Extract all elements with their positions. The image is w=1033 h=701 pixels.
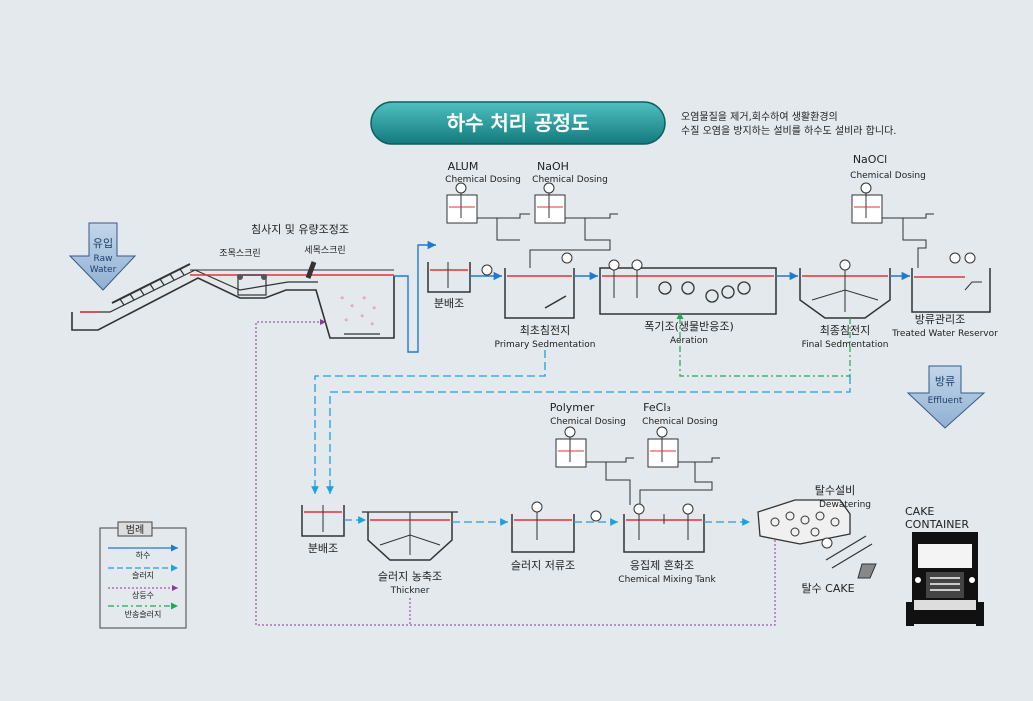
naocl-sub-label: Chemical Dosing xyxy=(850,171,926,181)
thickener-label-en: Thickner xyxy=(390,586,430,596)
fecl3-label: FeCl₃ xyxy=(643,401,671,414)
excess-sludge-line xyxy=(326,376,851,494)
inflow-label-en2: Water xyxy=(90,265,117,275)
naocl-label: NaOCl xyxy=(853,153,887,166)
storage-label-ko: 슬러지 저류조 xyxy=(511,559,575,572)
sludge-storage-tank: 슬러지 저류조 xyxy=(511,501,575,572)
fine-screen-bar xyxy=(305,261,317,279)
svg-text:⋄: ⋄ xyxy=(344,316,348,324)
legend-item-sewage: 하수 xyxy=(136,550,151,560)
distribution-tank-bottom: 분배조 xyxy=(301,505,345,555)
sludge-thickener: 슬러지 농축조 Thickner xyxy=(362,511,458,596)
final-label-ko: 최종침전지 xyxy=(820,324,871,337)
alum-sub-label: Chemical Dosing xyxy=(445,175,521,185)
naoh-label: NaOH xyxy=(537,160,569,173)
distribution-tank-top: 분배조 xyxy=(427,262,471,310)
aeration-diffusers xyxy=(658,281,751,303)
svg-text:⋄: ⋄ xyxy=(360,312,364,320)
primary-label-ko: 최초침전지 xyxy=(520,324,571,337)
alum-dosing: ALUM Chemical Dosing xyxy=(445,160,530,241)
return-sludge-line xyxy=(676,312,851,377)
reservoir-label-en: Treated Water Reservor xyxy=(891,329,998,339)
treated-water-reservoir: 방류관리조 Treated Water Reservor xyxy=(891,252,998,339)
cake-label: 탈수 CAKE xyxy=(801,582,854,595)
aeration-bubbles: ⋄⋄⋄⋄ ⋄⋄⋄ xyxy=(340,294,376,328)
grit-title: 침사지 및 유량조정조 xyxy=(251,223,349,236)
legend-item-sludge: 슬러지 xyxy=(132,570,154,580)
effluent-label-ko: 방류 xyxy=(935,375,955,388)
reservoir-label-ko: 방류관리조 xyxy=(915,313,966,326)
fine-screen-label: 세목스크린 xyxy=(304,245,345,256)
svg-text:⋄: ⋄ xyxy=(350,302,354,310)
distribution-top-label: 분배조 xyxy=(434,297,464,310)
polymer-sub-label: Chemical Dosing xyxy=(550,417,626,427)
naoh-sub-label: Chemical Dosing xyxy=(532,175,608,185)
coarse-screen-label: 조목스크린 xyxy=(219,248,260,259)
container-label-1: CAKE xyxy=(905,505,934,518)
mixing-label-en: Chemical Mixing Tank xyxy=(618,575,716,585)
dewatering-unit: 탈수설비 Dewatering 탈수 CAKE xyxy=(757,484,877,595)
title-badge: 하수 처리 공정도 xyxy=(370,101,666,145)
primary-sedimentation: 최초침전지 Primary Sedmentation xyxy=(495,252,596,350)
svg-text:⋄: ⋄ xyxy=(370,320,374,328)
inflow-label-ko: 유입 xyxy=(93,237,113,250)
distribution-bottom-label: 분배조 xyxy=(308,542,338,555)
polymer-label: Polymer xyxy=(550,401,595,414)
alum-label: ALUM xyxy=(448,160,479,173)
naoh-dosing: NaOH Chemical Dosing xyxy=(529,160,618,268)
thickener-label-ko: 슬러지 농축조 xyxy=(378,570,442,583)
mixing-label-ko: 응집제 혼화조 xyxy=(630,559,694,572)
title-description-1: 오염물질을 제거,회수하여 생활환경의 xyxy=(681,110,838,123)
final-label-en: Final Sedmentation xyxy=(802,340,889,350)
supernatant-return-line xyxy=(255,319,776,626)
dewatering-label-ko: 탈수설비 xyxy=(815,484,855,497)
svg-text:⋄: ⋄ xyxy=(372,304,376,312)
primary-sludge-line xyxy=(311,350,546,494)
legend-title: 범례 xyxy=(126,524,144,536)
polymer-dosing: Polymer Chemical Dosing xyxy=(550,401,634,505)
chemical-mixing-tank: 응집제 혼화조 Chemical Mixing Tank xyxy=(618,503,716,585)
dewatering-label-en: Dewatering xyxy=(819,500,871,510)
effluent-arrow: 방류 Effluent xyxy=(906,365,986,429)
primary-label-en: Primary Sedmentation xyxy=(495,340,596,350)
svg-text:⋄: ⋄ xyxy=(340,294,344,302)
aeration-label-ko: 폭기조(생물반응조) xyxy=(644,320,734,333)
legend-item-return-sludge: 반송슬러지 xyxy=(125,609,162,619)
aeration-label-en: Aeration xyxy=(670,336,708,346)
title-description-2: 수질 오염을 방지하는 설비를 하수도 설비라 합니다. xyxy=(681,124,896,137)
effluent-label-en: Effluent xyxy=(928,396,963,406)
fecl3-sub-label: Chemical Dosing xyxy=(642,417,718,427)
grit-chamber: ⋄⋄⋄⋄ ⋄⋄⋄ 침사지 및 유량조정조 조목스크린 세목스크린 xyxy=(71,223,436,353)
naocl-dosing: NaOCl Chemical Dosing xyxy=(850,153,934,268)
legend-item-supernatant: 상등수 xyxy=(132,590,154,600)
inflow-label-en1: Raw xyxy=(94,254,113,264)
fecl3-dosing: FeCl₃ Chemical Dosing xyxy=(639,401,720,505)
cake-container-truck: CAKE CONTAINER xyxy=(905,505,984,626)
container-label-2: CONTAINER xyxy=(905,518,969,531)
aeration-tank: 폭기조(생물반응조) Aeration xyxy=(599,259,777,346)
page-title: 하수 처리 공정도 xyxy=(447,111,590,135)
svg-text:⋄: ⋄ xyxy=(362,294,366,302)
coarse-screen-frame xyxy=(237,274,267,296)
inflow-arrow: 유입 Raw Water xyxy=(68,222,137,291)
legend: 범례 하수 슬러지 상등수 반송슬러지 xyxy=(99,521,187,629)
final-sedimentation: 최종침전지 Final Sedmentation xyxy=(799,259,891,350)
